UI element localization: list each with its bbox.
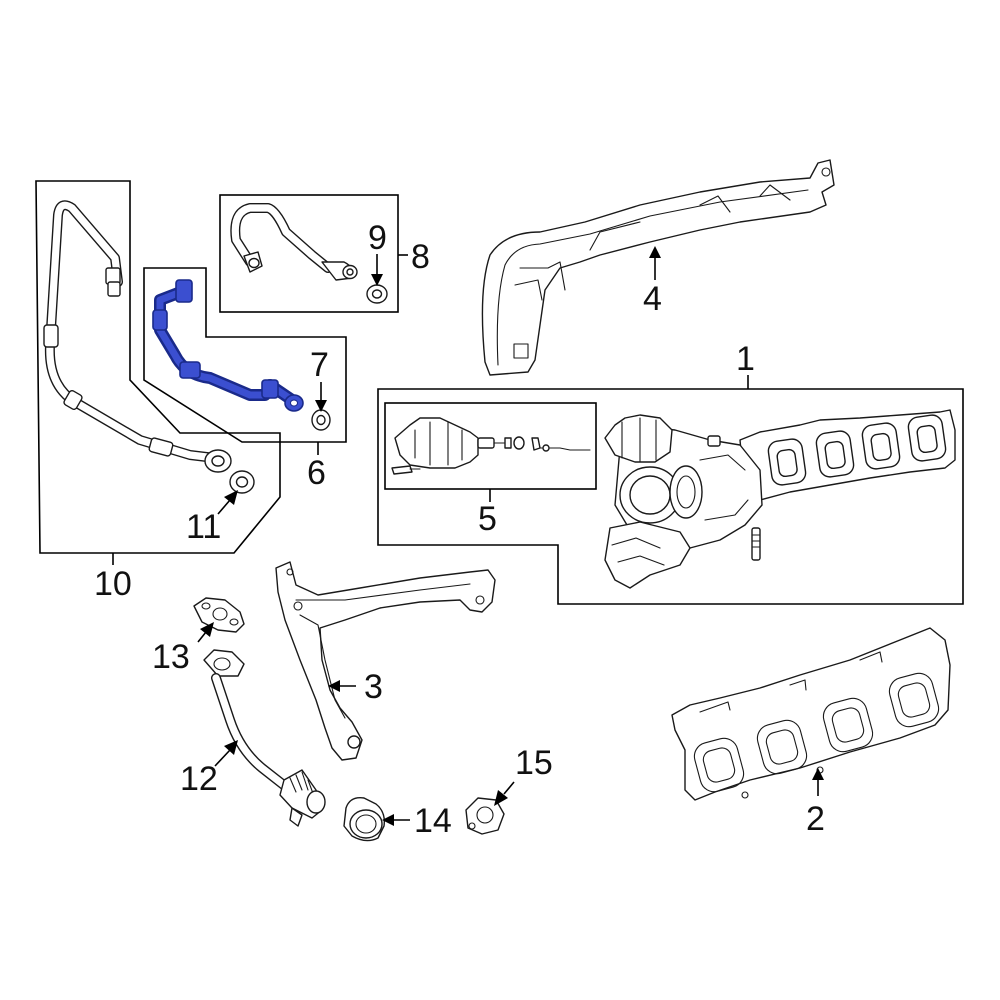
part-8-oil-pipe <box>230 203 358 281</box>
part-10-oil-feed-line <box>43 200 232 473</box>
callout-15: 15 <box>515 744 553 782</box>
part-4-heat-shield <box>481 159 835 376</box>
part-9-washer <box>366 284 388 304</box>
callout-12: 12 <box>180 760 218 798</box>
callout-5: 5 <box>478 500 497 538</box>
part-13-gasket <box>193 597 245 633</box>
callout-3: 3 <box>364 668 383 706</box>
group-box-10 <box>35 180 281 554</box>
callout-2: 2 <box>806 800 825 838</box>
part-12-oil-return-tube <box>203 649 326 827</box>
group-box-6 <box>143 267 347 443</box>
callout-9: 9 <box>368 219 387 257</box>
callout-1: 1 <box>736 340 755 378</box>
leader-lines <box>112 246 824 826</box>
part-1-turbocharger <box>604 409 956 589</box>
callout-8: 8 <box>411 238 430 276</box>
part-15-gasket <box>465 797 505 835</box>
part-11-washer <box>229 470 255 494</box>
part-5-actuator <box>391 417 591 475</box>
group-box-8 <box>219 194 399 313</box>
callout-11: 11 <box>186 508 221 546</box>
part-7-washer <box>311 409 331 431</box>
callout-4: 4 <box>643 280 662 318</box>
part-3-bracket <box>275 561 496 761</box>
part-2-gasket <box>671 627 951 801</box>
callout-6: 6 <box>307 454 326 492</box>
callout-7: 7 <box>310 346 329 384</box>
part-6-oil-line-highlighted <box>152 279 304 412</box>
callout-13: 13 <box>152 638 190 676</box>
group-box-1 <box>377 388 964 605</box>
part-14-plug <box>343 797 386 842</box>
callout-10: 10 <box>94 565 132 603</box>
callout-14: 14 <box>414 802 452 840</box>
